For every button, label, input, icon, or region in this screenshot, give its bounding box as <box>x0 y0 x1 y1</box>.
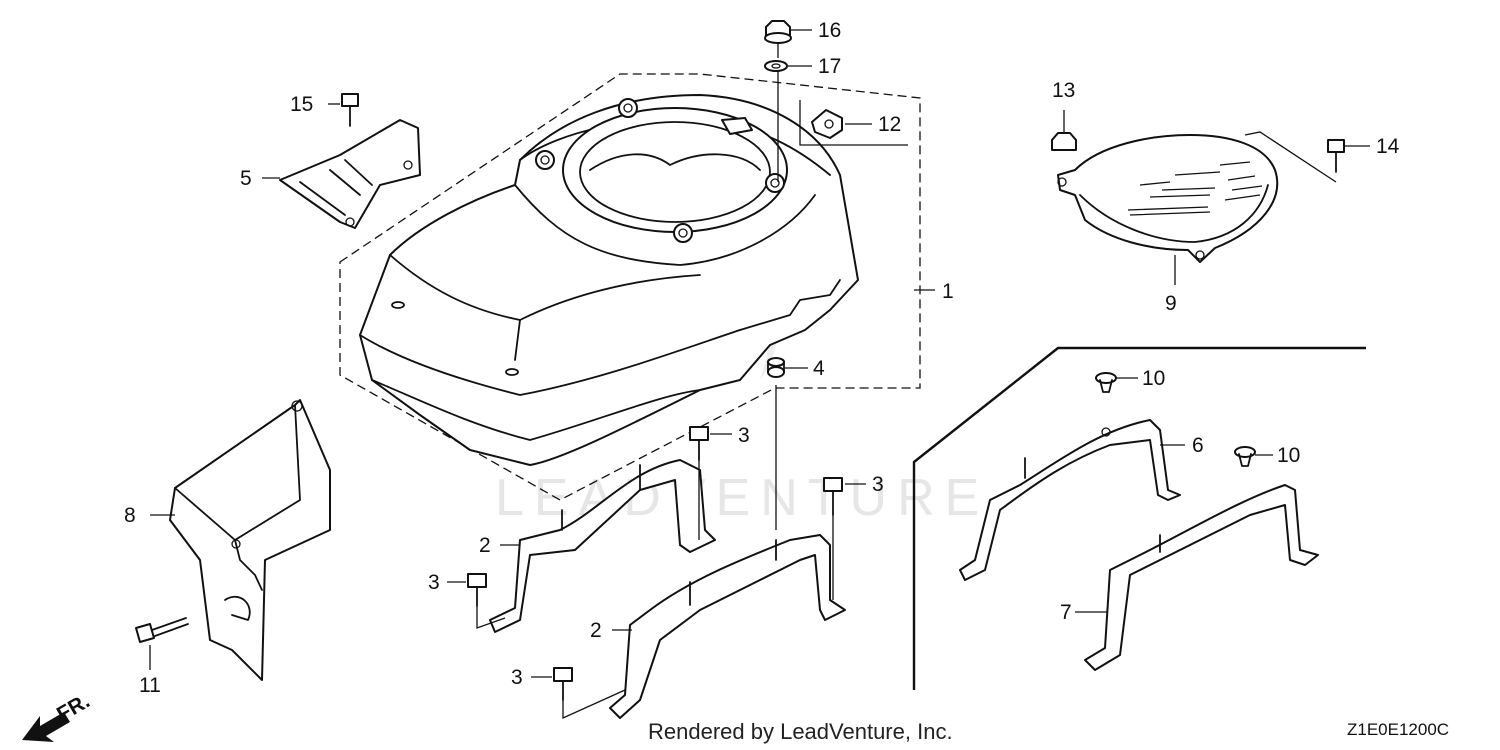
callout-7: 7 <box>1060 601 1072 624</box>
variant-separator <box>912 346 1366 690</box>
callout-8: 8 <box>124 504 136 527</box>
callout-3: 3 <box>872 473 884 496</box>
bracket-part-7 <box>1084 484 1319 671</box>
clip-part-10a <box>1095 372 1117 393</box>
callout-6: 6 <box>1192 434 1204 457</box>
nut-part-13 <box>1051 132 1077 151</box>
bracket-part-6 <box>959 419 1181 581</box>
callout-12: 12 <box>878 113 901 136</box>
callout-14: 14 <box>1376 135 1400 158</box>
callout-15: 15 <box>290 93 313 116</box>
guard-part <box>169 399 331 681</box>
clip-part-10b <box>1234 446 1256 467</box>
bolt-part-3c <box>467 573 487 607</box>
callout-3: 3 <box>511 666 523 689</box>
washer-part <box>764 60 788 72</box>
clip-part <box>811 109 843 139</box>
bracket-part-2b <box>609 534 846 719</box>
watermark-text: LEADVENTURE <box>495 469 989 527</box>
callout-1: 1 <box>942 280 954 303</box>
footer-credit: Rendered by LeadVenture, Inc. <box>648 719 953 744</box>
callout-3: 3 <box>428 571 440 594</box>
grommet-part <box>767 357 785 378</box>
bolt-part-14 <box>1327 139 1345 173</box>
bolt-part-15 <box>341 93 359 127</box>
bracket-part-2a <box>489 459 716 633</box>
callout-10: 10 <box>1142 367 1165 390</box>
plate-bracket-part <box>279 119 421 229</box>
bolt-part-3d <box>553 667 573 701</box>
callout-labels: 1 2 2 3 3 3 3 4 5 6 7 8 9 10 10 11 12 13… <box>124 19 1400 697</box>
filter-cover-part <box>1057 134 1279 263</box>
bolt-part-11 <box>135 617 189 643</box>
callout-9: 9 <box>1165 292 1177 315</box>
bolt-part-3b <box>823 477 843 516</box>
callout-4: 4 <box>813 357 825 380</box>
front-direction-arrow-icon: FR. <box>22 689 94 742</box>
callout-13: 13 <box>1052 79 1075 102</box>
flange-nut-part <box>764 20 792 44</box>
callout-3: 3 <box>738 424 750 447</box>
callout-2: 2 <box>590 619 602 642</box>
callout-10: 10 <box>1277 444 1300 467</box>
callout-11: 11 <box>139 674 161 697</box>
callout-17: 17 <box>818 55 841 78</box>
leader-lines <box>149 29 1370 678</box>
fan-cover-part <box>359 94 859 466</box>
bolt-part-3a <box>689 426 709 461</box>
diagram-code: Z1E0E1200C <box>1347 720 1449 739</box>
callout-16: 16 <box>818 19 841 42</box>
assembly-outline <box>339 73 921 501</box>
callout-2: 2 <box>479 534 491 557</box>
callout-5: 5 <box>240 167 252 190</box>
vent-slots <box>1127 161 1263 216</box>
